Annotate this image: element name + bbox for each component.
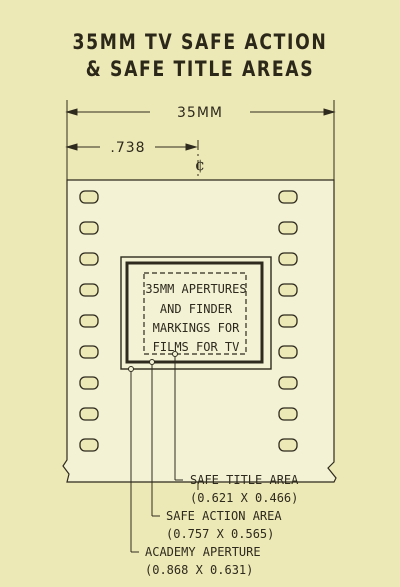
width-dimension bbox=[65, 100, 336, 180]
perforations-left bbox=[79, 190, 99, 452]
safe-title-label: SAFE TITLE AREA bbox=[190, 473, 299, 487]
safe-title-dim: (0.621 X 0.466) bbox=[190, 491, 298, 505]
leader-lines bbox=[128, 351, 183, 553]
offset-dim-label: .738 bbox=[110, 140, 145, 156]
inner-text-line-4: FILMS FOR TV bbox=[153, 340, 240, 354]
inner-text-line-2: AND FINDER bbox=[160, 302, 233, 316]
academy-aperture-frame bbox=[120, 256, 272, 370]
safe-action-frame bbox=[125, 261, 264, 364]
safe-action-label: SAFE ACTION AREA bbox=[166, 509, 282, 523]
perforations-right bbox=[278, 190, 298, 452]
safe-action-dim: (0.757 X 0.565) bbox=[166, 527, 274, 541]
title-line-1: 35MM TV SAFE ACTION bbox=[72, 30, 328, 54]
safe-title-frame bbox=[143, 272, 247, 355]
academy-dim: (0.868 X 0.631) bbox=[145, 563, 253, 577]
centerline-symbol: ¢ bbox=[195, 155, 205, 174]
inner-text-line-1: 35MM APERTURES bbox=[145, 282, 246, 296]
academy-label: ACADEMY APERTURE bbox=[145, 545, 261, 559]
width-dim-label: 35MM bbox=[177, 105, 223, 121]
inner-text-line-3: MARKINGS FOR bbox=[153, 321, 240, 335]
title-line-2: & SAFE TITLE AREAS bbox=[85, 57, 315, 81]
